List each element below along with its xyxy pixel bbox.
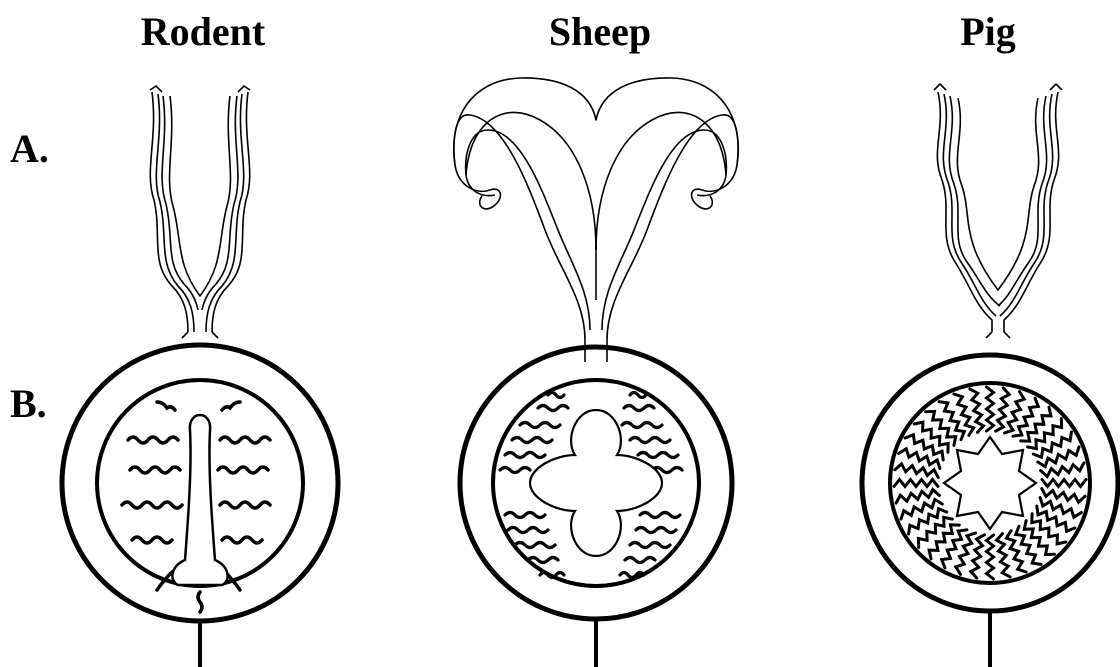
pig-uterus-diagram — [934, 84, 1062, 338]
villus — [971, 535, 985, 578]
villus — [996, 388, 1010, 431]
pig-placenta-diagram — [862, 355, 1118, 667]
villus — [987, 387, 994, 431]
villus — [1042, 489, 1085, 503]
sheep-placenta-diagram — [460, 347, 732, 667]
villus — [987, 535, 994, 579]
villus — [1042, 480, 1086, 487]
villus — [895, 464, 938, 478]
sheep-uterus-diagram — [454, 78, 739, 362]
rodent-uterus-diagram — [150, 86, 250, 338]
rodent-placenta-diagram — [62, 345, 338, 667]
villus — [894, 480, 938, 487]
